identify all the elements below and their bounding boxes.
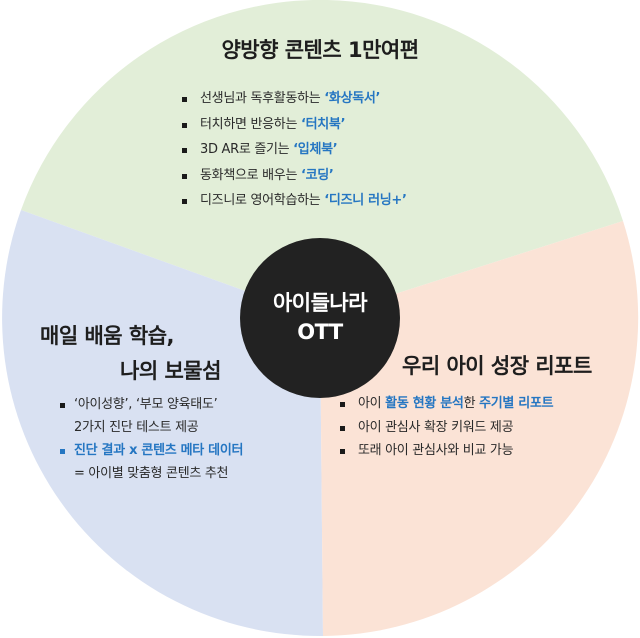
item-highlight: ‘입체북’: [293, 142, 338, 157]
square-bullet-icon: [340, 425, 345, 431]
item-text: ‘아이성향’, ‘부모 양육태도’: [74, 397, 218, 412]
list-item: 또래 아이 관심사와 비교 가능: [340, 439, 553, 463]
item-text: 아이 관심사 확장 키워드 제공: [358, 419, 514, 435]
item-highlight: ‘디즈니 러닝+’: [324, 193, 407, 208]
center-label-line1: 아이들나라: [272, 291, 368, 315]
center-circle: [240, 238, 400, 398]
list-item: 아이 활동 현황 분석한 주기별 리포트: [340, 392, 554, 416]
item-text: 3D AR로 즐기는: [200, 142, 294, 157]
list-item: 선생님과 독후활동하는 ‘화상독서’: [182, 86, 407, 112]
list-item: 3D AR로 즐기는 ‘입체북’: [182, 137, 407, 163]
square-bullet-icon: [182, 97, 187, 102]
square-bullet-icon: [182, 122, 187, 128]
item-highlight: ‘터치북’: [300, 116, 346, 132]
item-text-continued: = 아이별 맞춤형 콘텐츠 추천: [74, 466, 229, 481]
right-section-list: 아이 활동 현황 분석한 주기별 리포트 아이 관심사 확장 키워드 제공 또래…: [340, 392, 554, 463]
item-text: 디즈니로 영어학습하는: [200, 193, 325, 208]
item-highlight: ‘화상독서’: [324, 91, 381, 106]
item-text: 또래 아이 관심사와 비교 가능: [358, 443, 514, 458]
center-label: 아이들나라 OTT: [240, 238, 400, 398]
right-section-title: 우리 아이 성장 리포트: [402, 354, 592, 378]
item-text: 선생님과 독후활동하는: [200, 91, 325, 106]
list-item: 동화책으로 배우는 ‘코딩’: [182, 163, 407, 189]
square-bullet-icon: [60, 403, 65, 408]
square-bullet-icon: [340, 402, 345, 407]
left-section-title-line2: 나의 보물섬: [120, 359, 221, 383]
top-section-list: 선생님과 독후활동하는 ‘화상독서’ 터치하면 반응하는 ‘터치북’ 3D AR…: [182, 86, 407, 214]
item-text: 터치하면 반응하는: [200, 116, 301, 132]
item-highlight: ‘코딩’: [300, 167, 334, 183]
square-bullet-icon: [340, 449, 345, 454]
square-bullet-icon: [182, 199, 187, 204]
center-label-line2: OTT: [297, 320, 343, 344]
item-highlight: 활동 현황 분석: [385, 396, 464, 411]
list-item: 디즈니로 영어학습하는 ‘디즈니 러닝+’: [182, 188, 407, 214]
list-item: 아이 관심사 확장 키워드 제공: [340, 416, 553, 440]
item-text: 한: [463, 396, 480, 411]
segment-top-content: [21, 0, 623, 318]
square-bullet-icon: [182, 148, 187, 153]
list-item: ‘아이성향’, ‘부모 양육태도’ 2가지 진단 테스트 제공: [60, 393, 243, 439]
left-section-list: ‘아이성향’, ‘부모 양육태도’ 2가지 진단 테스트 제공 진단 결과 x …: [60, 393, 243, 485]
item-highlight: 진단 결과 x 콘텐츠 메타 데이터: [74, 443, 244, 458]
square-bullet-icon: [60, 449, 65, 454]
item-text: 아이: [358, 396, 386, 411]
item-highlight: 주기별 리포트: [479, 396, 554, 411]
list-item: 터치하면 반응하는 ‘터치북’: [182, 112, 407, 138]
list-item: 진단 결과 x 콘텐츠 메타 데이터 = 아이별 맞춤형 콘텐츠 추천: [60, 439, 243, 485]
top-section-title: 양방향 콘텐츠 1만여편: [221, 38, 419, 62]
left-section-title-line1: 매일 배움 학습,: [40, 324, 175, 348]
square-bullet-icon: [182, 173, 187, 179]
item-text: 동화책으로 배우는: [200, 167, 301, 183]
item-text-continued: 2가지 진단 테스트 제공: [74, 420, 199, 435]
